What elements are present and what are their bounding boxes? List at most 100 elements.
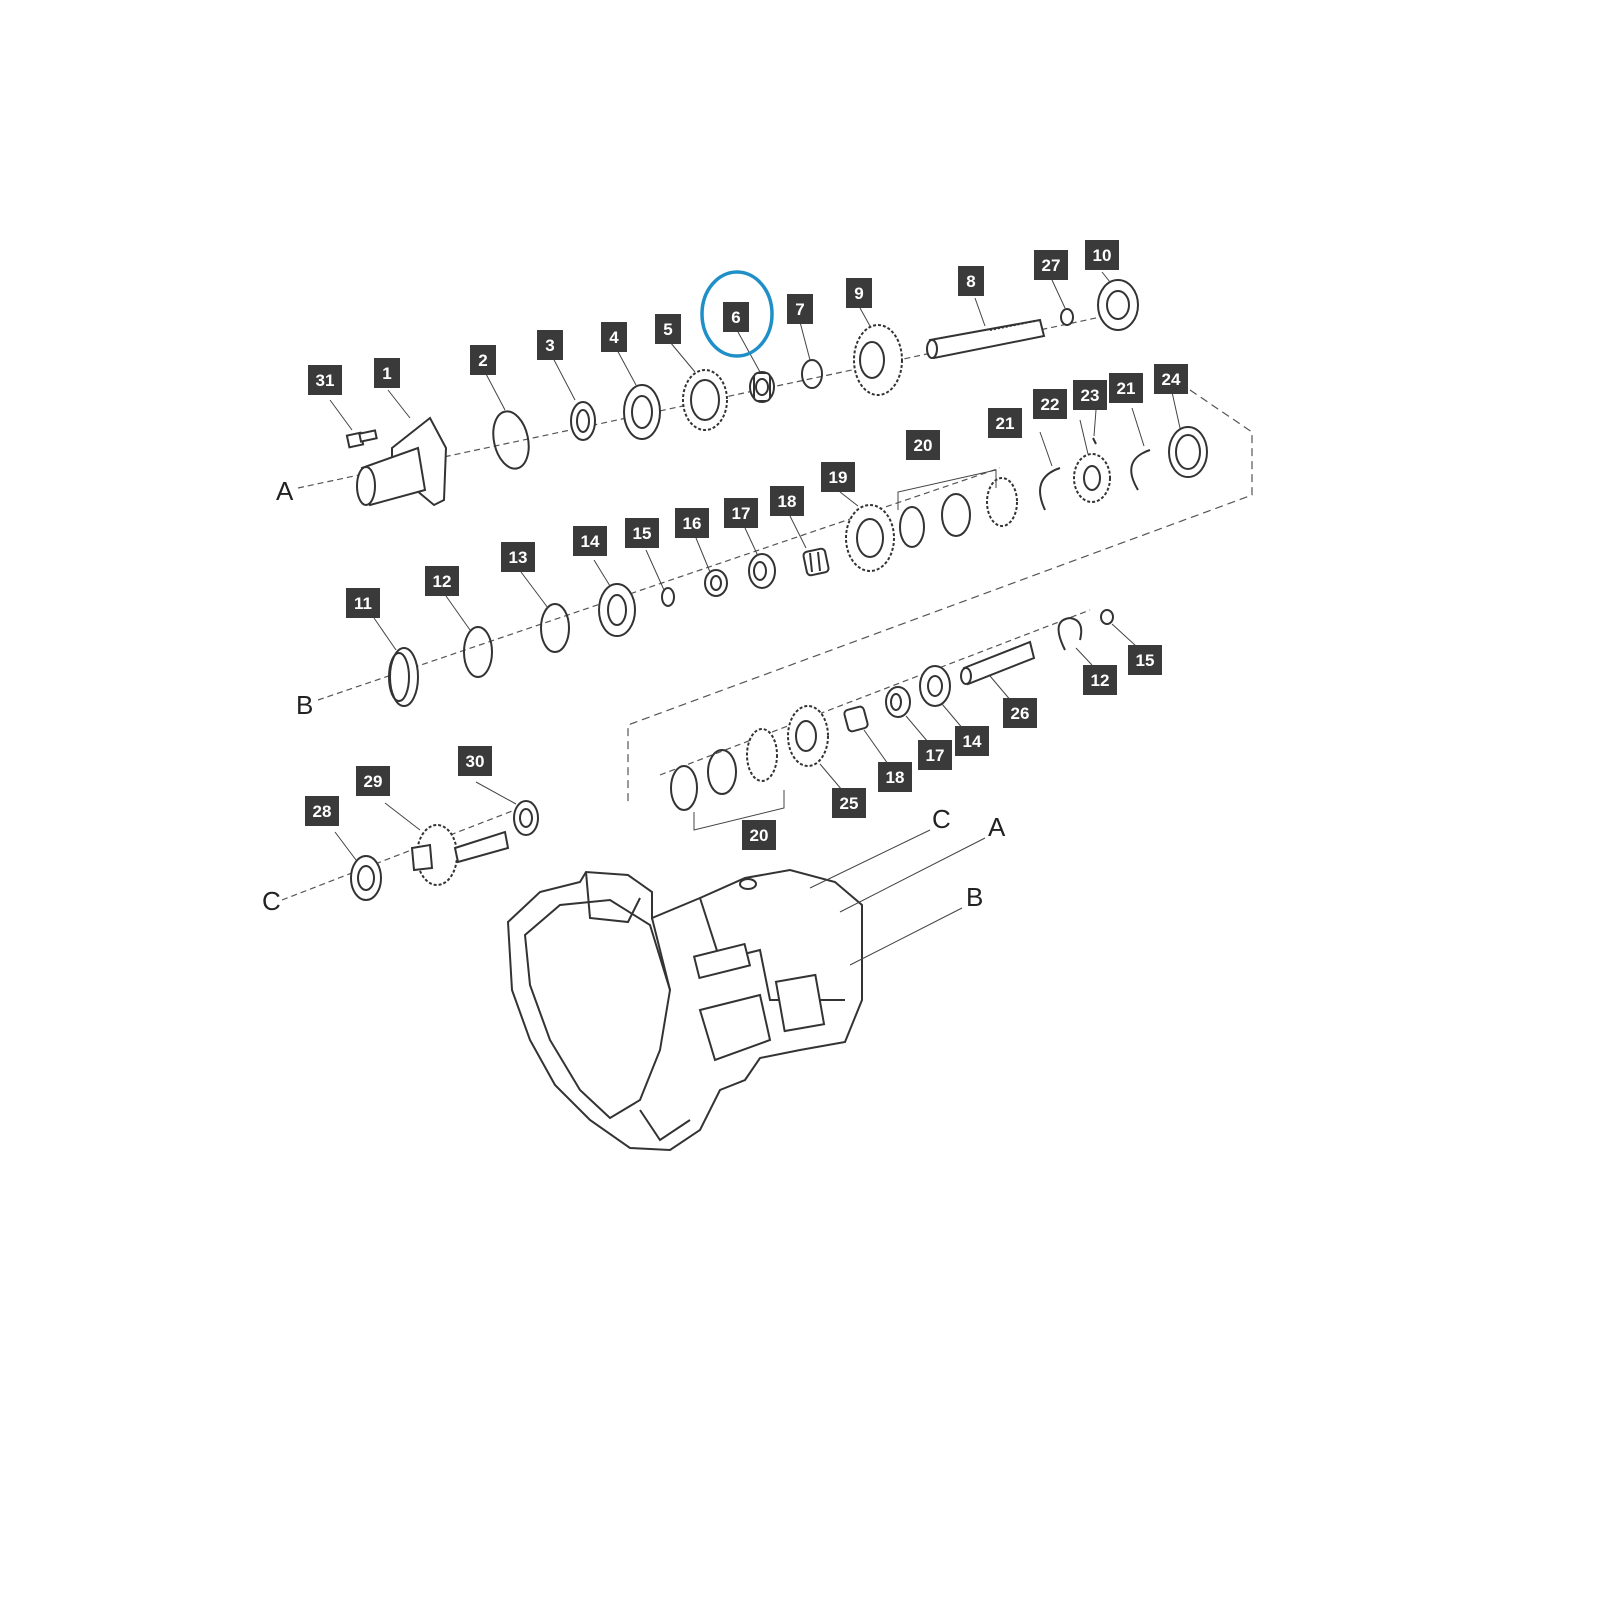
label-12-lower: 12 bbox=[1083, 665, 1117, 695]
assembly-frame bbox=[627, 389, 1253, 806]
label-17-lower: 17 bbox=[918, 740, 952, 770]
part-19-gear bbox=[845, 504, 895, 572]
svg-text:5: 5 bbox=[663, 320, 672, 339]
part-12-snap-ring-lower bbox=[1057, 616, 1083, 651]
part-1-retainer bbox=[356, 416, 448, 507]
part-6-bushing bbox=[749, 371, 775, 403]
svg-text:10: 10 bbox=[1093, 246, 1112, 265]
svg-text:17: 17 bbox=[926, 746, 945, 765]
label-26: 26 bbox=[1003, 698, 1037, 728]
label-21-b: 21 bbox=[1109, 373, 1143, 403]
row-c-parts bbox=[350, 800, 539, 901]
label-12-upper: 12 bbox=[425, 566, 459, 596]
part-31-bolt bbox=[345, 429, 378, 449]
axis-lower bbox=[659, 609, 1091, 776]
axis-b bbox=[317, 467, 1001, 701]
svg-text:6: 6 bbox=[731, 308, 740, 327]
part-4-bearing bbox=[623, 384, 661, 440]
svg-text:23: 23 bbox=[1081, 386, 1100, 405]
part-18-needle-bearing bbox=[802, 547, 830, 577]
label-9: 9 bbox=[846, 278, 872, 308]
svg-text:30: 30 bbox=[466, 752, 485, 771]
part-11-ring bbox=[388, 647, 419, 707]
part-3-seal bbox=[570, 401, 596, 441]
part-2-o-ring bbox=[492, 410, 530, 470]
part-30-bearing bbox=[513, 800, 539, 836]
label-30: 30 bbox=[458, 746, 492, 776]
part-5-gear bbox=[682, 369, 728, 431]
svg-text:20: 20 bbox=[914, 436, 933, 455]
svg-text:2: 2 bbox=[478, 351, 487, 370]
part-28-bearing bbox=[350, 855, 382, 901]
svg-text:25: 25 bbox=[840, 794, 859, 813]
label-20-upper: 20 bbox=[906, 430, 940, 460]
label-5: 5 bbox=[655, 314, 681, 344]
lower-row-parts bbox=[670, 609, 1114, 831]
svg-text:18: 18 bbox=[886, 768, 905, 787]
part-21-clip-2 bbox=[1130, 449, 1151, 491]
axis-letter-b-housing: B bbox=[966, 882, 983, 912]
svg-text:8: 8 bbox=[966, 272, 975, 291]
svg-text:13: 13 bbox=[509, 548, 528, 567]
part-13-synchro-ring bbox=[540, 603, 570, 653]
svg-text:31: 31 bbox=[316, 371, 335, 390]
axis-letter-c-housing: C bbox=[932, 804, 951, 834]
transmission-housing bbox=[506, 829, 986, 1152]
part-labels: 31 1 2 3 4 5 6 7 9 8 27 10 20 21 22 23 2… bbox=[305, 240, 1188, 850]
svg-text:14: 14 bbox=[963, 732, 982, 751]
part-21-clip bbox=[1039, 467, 1061, 511]
label-21-a: 21 bbox=[988, 408, 1022, 438]
axis-letter-c-left: C bbox=[262, 886, 281, 916]
svg-text:17: 17 bbox=[732, 504, 751, 523]
part-25-gear bbox=[787, 705, 829, 767]
svg-text:11: 11 bbox=[354, 594, 372, 613]
label-7: 7 bbox=[787, 294, 813, 324]
part-14-bearing bbox=[598, 583, 636, 637]
part-17-bushing bbox=[748, 553, 776, 589]
svg-text:26: 26 bbox=[1011, 704, 1030, 723]
part-14-bearing-lower bbox=[919, 665, 951, 707]
axis-letter-a-housing: A bbox=[988, 812, 1006, 842]
label-14-lower: 14 bbox=[955, 726, 989, 756]
svg-text:28: 28 bbox=[313, 802, 332, 821]
svg-text:22: 22 bbox=[1041, 395, 1060, 414]
part-26-shaft bbox=[960, 640, 1036, 686]
label-15-lower: 15 bbox=[1128, 645, 1162, 675]
row-b-parts bbox=[388, 426, 1208, 707]
label-25: 25 bbox=[832, 788, 866, 818]
label-10: 10 bbox=[1085, 240, 1119, 270]
part-24-sleeve bbox=[1168, 426, 1208, 478]
label-28: 28 bbox=[305, 796, 339, 826]
axis-letter-b-left: B bbox=[296, 690, 313, 720]
part-16-seal bbox=[704, 569, 728, 597]
part-22-synchro-hub bbox=[1073, 453, 1111, 503]
axis-letters: A B C C A B bbox=[262, 476, 1006, 916]
label-1: 1 bbox=[374, 358, 400, 388]
label-8: 8 bbox=[958, 266, 984, 296]
highlight-circle bbox=[700, 270, 774, 358]
svg-text:1: 1 bbox=[382, 364, 391, 383]
svg-text:24: 24 bbox=[1162, 370, 1181, 389]
part-15-ring-lower bbox=[1100, 609, 1114, 625]
label-22: 22 bbox=[1033, 389, 1067, 419]
part-18-needle-bearing-lower bbox=[843, 705, 869, 733]
label-15-upper: 15 bbox=[625, 518, 659, 548]
label-11: 11 bbox=[346, 588, 380, 618]
svg-text:19: 19 bbox=[829, 468, 848, 487]
svg-text:3: 3 bbox=[545, 336, 554, 355]
svg-text:12: 12 bbox=[433, 572, 452, 591]
label-27: 27 bbox=[1034, 250, 1068, 280]
row-a-parts bbox=[345, 279, 1139, 507]
label-19: 19 bbox=[821, 462, 855, 492]
part-20-synchro-set-lower bbox=[670, 728, 785, 831]
label-24: 24 bbox=[1154, 364, 1188, 394]
part-9-gear bbox=[853, 324, 903, 396]
part-8-shaft bbox=[926, 318, 1046, 360]
svg-text:15: 15 bbox=[1136, 651, 1155, 670]
svg-text:7: 7 bbox=[795, 300, 804, 319]
part-7-snap-ring bbox=[801, 359, 823, 389]
svg-text:16: 16 bbox=[683, 514, 702, 533]
svg-text:21: 21 bbox=[1117, 379, 1136, 398]
part-15-ring bbox=[661, 587, 675, 607]
